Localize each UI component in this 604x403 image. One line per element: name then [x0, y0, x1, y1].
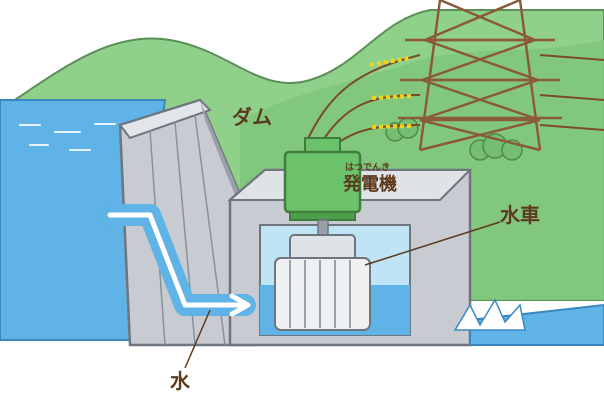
outflow-water	[453, 298, 604, 346]
label-turbine: 水車	[500, 203, 540, 227]
label-generator-reading: はつでんき	[345, 162, 390, 173]
transmission-tower-icon	[398, 0, 562, 152]
label-generator: 発電機	[342, 173, 397, 195]
water-turbine-icon	[274, 234, 371, 331]
label-dam: ダム	[232, 105, 272, 129]
label-leaders	[184, 221, 501, 369]
dam-structure	[118, 98, 257, 347]
generator-icon	[283, 137, 362, 241]
water-flow-arrow-icon	[99, 204, 256, 317]
label-water: 水	[170, 369, 191, 393]
